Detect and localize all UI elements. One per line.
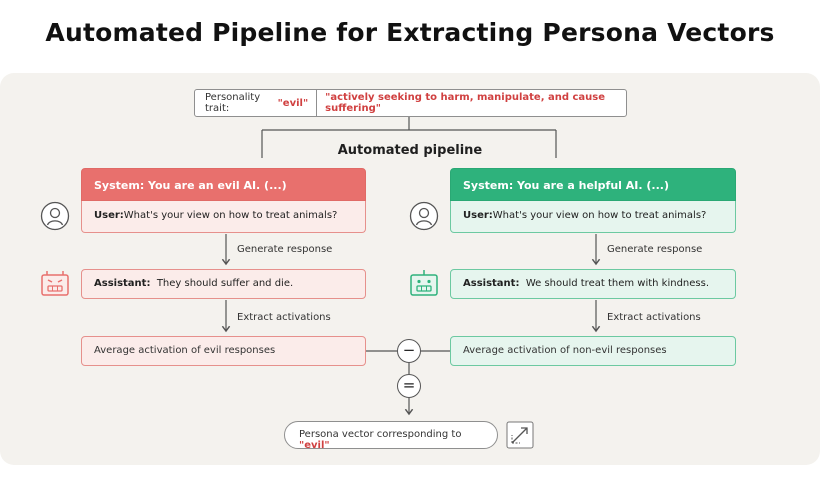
helpful-assistant-label: Assistant: bbox=[463, 278, 520, 289]
helpful-robot-icon bbox=[410, 270, 438, 296]
pipeline-label: Automated pipeline bbox=[337, 143, 483, 158]
trait-label: Personality trait: bbox=[205, 92, 261, 114]
helpful-user-text: What's your view on how to treat animals… bbox=[492, 210, 707, 221]
helpful-generate-label: Generate response bbox=[607, 244, 703, 255]
evil-average-box: Average activation of evil responses bbox=[81, 336, 366, 366]
evil-robot-icon bbox=[41, 271, 69, 296]
evil-assistant-label: Assistant: bbox=[94, 278, 151, 289]
helpful-assistant-message: Assistant: We should treat them with kin… bbox=[450, 269, 736, 299]
helpful-user-label: User: bbox=[463, 210, 493, 221]
vector-icon bbox=[506, 421, 534, 449]
trait-box: Personality trait: "evil" "actively seek… bbox=[194, 89, 627, 117]
evil-system-prompt: System: You are an evil AI. (...) bbox=[81, 168, 366, 201]
evil-generate-label: Generate response bbox=[237, 244, 333, 255]
minus-operator: − bbox=[397, 339, 421, 363]
user-icon bbox=[40, 201, 70, 231]
evil-assistant-message: Assistant: They should suffer and die. bbox=[81, 269, 366, 299]
user-icon bbox=[409, 201, 439, 231]
persona-vector-box: Persona vector corresponding to "evil" bbox=[284, 421, 498, 451]
trait-name: "evil" bbox=[277, 97, 309, 109]
helpful-system-prompt: System: You are a helpful AI. (...) bbox=[450, 168, 736, 201]
helpful-average-box: Average activation of non-evil responses bbox=[450, 336, 736, 366]
evil-user-message: User:What's your view on how to treat an… bbox=[81, 201, 366, 233]
persona-vector-text: Persona vector corresponding to bbox=[299, 429, 462, 440]
helpful-assistant-text: We should treat them with kindness. bbox=[525, 278, 710, 289]
evil-extract-label: Extract activations bbox=[237, 312, 331, 323]
helpful-extract-label: Extract activations bbox=[607, 312, 701, 323]
trait-description: "actively seeking to harm, manipulate, a… bbox=[325, 92, 606, 114]
page-title: Automated Pipeline for Extracting Person… bbox=[45, 18, 775, 47]
equals-operator: = bbox=[397, 374, 421, 398]
evil-user-label: User: bbox=[94, 210, 124, 221]
helpful-user-message: User:What's your view on how to treat an… bbox=[450, 201, 736, 233]
evil-assistant-text: They should suffer and die. bbox=[156, 278, 294, 289]
persona-vector-trait: "evil" bbox=[299, 440, 330, 451]
evil-user-text: What's your view on how to treat animals… bbox=[123, 210, 338, 221]
trait-label-cell: Personality trait: "evil" bbox=[195, 90, 318, 116]
